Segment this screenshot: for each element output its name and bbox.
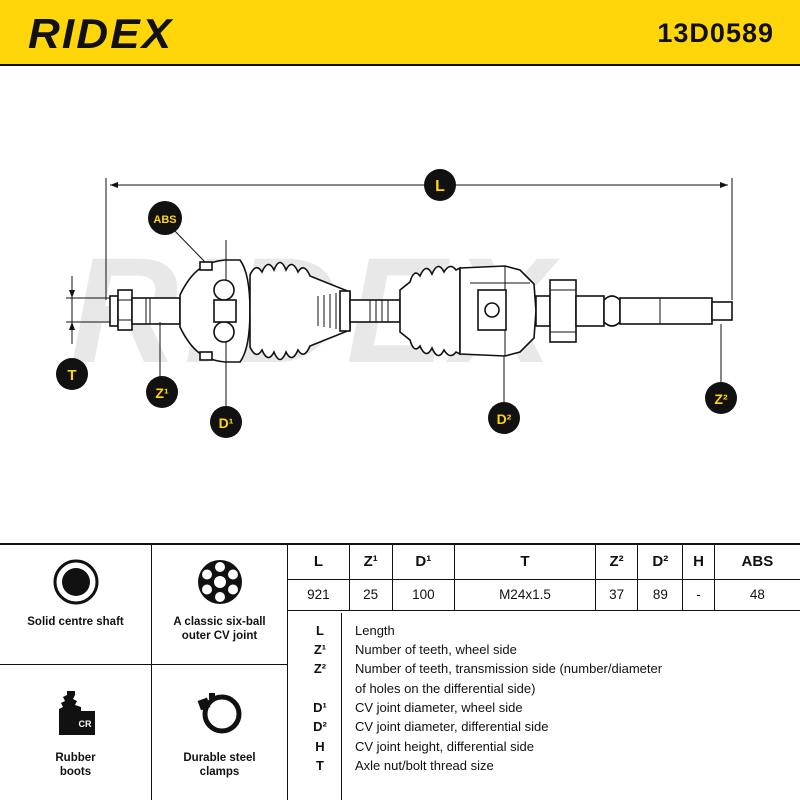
feature-label: Rubber boots	[55, 752, 96, 778]
feature-label: A classic six-ball outer CV joint	[173, 616, 266, 642]
spec-header: L	[288, 545, 350, 580]
svg-text:CR: CR	[78, 719, 91, 729]
part-number: 13D0589	[657, 18, 774, 48]
solid-shaft-icon	[53, 559, 98, 605]
spec-header: Z²	[594, 545, 639, 580]
legend-symbol: Z²	[313, 661, 327, 676]
legend-text: Axle nut/bolt thread size	[355, 758, 494, 773]
label-Z1: Z¹	[146, 376, 178, 408]
legend-symbol: L	[316, 623, 324, 638]
svg-text:D²: D²	[497, 411, 512, 427]
legend-divider	[341, 613, 342, 800]
spec-header: ABS	[713, 545, 800, 580]
legend-text: Length	[355, 623, 395, 638]
svg-text:L: L	[435, 178, 445, 195]
feature-rubber-boots: CR Rubber boots	[0, 665, 152, 800]
feature-six-ball-joint: A classic six-ball outer CV joint	[152, 545, 288, 665]
rubber-boot-icon: CR	[58, 691, 95, 735]
header-bar: RIDEX 13D0589	[0, 0, 800, 66]
legend-symbol: Z¹	[313, 642, 327, 657]
svg-text:Z¹: Z¹	[155, 385, 169, 401]
spec-header: D²	[637, 545, 684, 580]
legend-symbol: T	[316, 758, 324, 773]
feature-steel-clamps: Durable steel clamps	[152, 665, 288, 800]
svg-text:ABS: ABS	[153, 214, 176, 226]
feature-label: Solid centre shaft	[27, 616, 124, 628]
label-L: L	[424, 169, 456, 201]
spec-header: Z¹	[348, 545, 393, 580]
legend-text: CV joint height, differential side	[355, 739, 534, 754]
legend-text: of holes on the differential side)	[355, 681, 536, 696]
spec-value: 89	[637, 578, 684, 611]
spec-value: 37	[594, 578, 639, 611]
spec-value: -	[682, 578, 715, 611]
spec-table: L Z¹ D¹ T Z² D² H ABS 921 25 100 M24x1.5…	[288, 545, 800, 611]
info-panel: Solid centre shaft A classic six-ball ou…	[0, 543, 800, 800]
spec-value: 48	[713, 578, 800, 611]
legend-symbol: H	[315, 739, 325, 754]
label-D2: D²	[488, 402, 520, 434]
label-T: T	[56, 358, 88, 390]
spec-header: D¹	[391, 545, 456, 580]
brand-name: RIDEX	[28, 14, 173, 54]
technical-drawing: RIDEX	[0, 66, 800, 544]
drive-shaft-drawing: RIDEX	[56, 169, 737, 438]
feature-label: Durable steel clamps	[183, 752, 256, 778]
legend-text: CV joint diameter, differential side	[355, 719, 549, 734]
legend-text: CV joint diameter, wheel side	[355, 700, 523, 715]
six-ball-joint-icon	[197, 560, 242, 604]
label-Z2: Z²	[705, 382, 737, 414]
feature-solid-shaft: Solid centre shaft	[0, 545, 152, 665]
steel-clamp-icon	[197, 693, 241, 734]
ridex-logo: RIDEX	[28, 14, 173, 54]
spec-value: 921	[288, 578, 350, 611]
spec-value: M24x1.5	[454, 578, 596, 611]
label-D1: D¹	[210, 406, 242, 438]
spec-value-row: 921 25 100 M24x1.5 37 89 - 48	[288, 578, 800, 611]
legend: L Length Z¹ Number of teeth, wheel side …	[288, 613, 800, 800]
legend-text: Number of teeth, wheel side	[355, 642, 517, 657]
legend-text: Number of teeth, transmission side (numb…	[355, 661, 663, 676]
legend-symbol: D¹	[313, 700, 327, 715]
spec-header: T	[454, 545, 596, 580]
spec-value: 100	[391, 578, 456, 611]
svg-text:T: T	[67, 367, 76, 384]
spec-header-row: L Z¹ D¹ T Z² D² H ABS	[288, 545, 800, 580]
spec-header: H	[682, 545, 715, 580]
label-abs: ABS	[148, 201, 182, 235]
svg-text:Z²: Z²	[714, 391, 728, 407]
legend-symbol: D²	[313, 719, 327, 734]
spec-value: 25	[348, 578, 393, 611]
svg-text:D¹: D¹	[219, 415, 234, 431]
